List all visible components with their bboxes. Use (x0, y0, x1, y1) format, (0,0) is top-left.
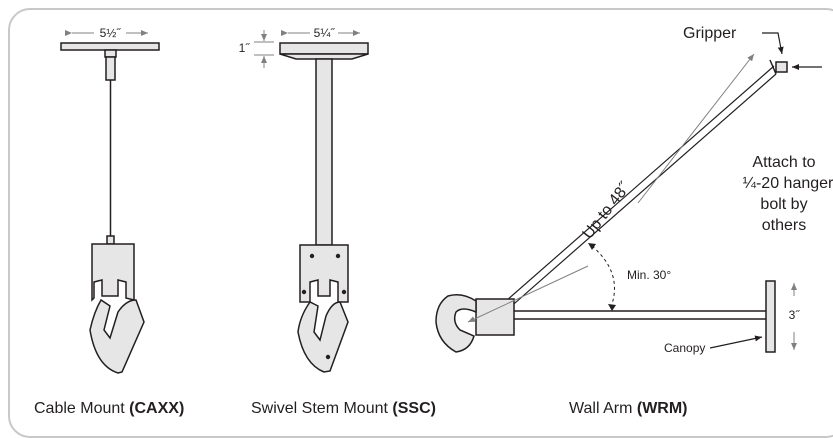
min-angle-label: Min. 30° (627, 268, 671, 282)
canopy-dimension: 3˝ (789, 283, 801, 350)
stem-fixture-body (299, 244, 349, 303)
caption-stem-code: (SSC) (392, 400, 436, 417)
caption-wall-code: (WRM) (636, 400, 688, 417)
stem-fixture-head (297, 301, 349, 373)
cable-fixture-body (91, 243, 135, 302)
wall-length-dimension: Up to 48˝ (467, 53, 755, 323)
wall-length-label: Up to 48˝ (579, 179, 634, 243)
attach-line-1: Attach to (752, 154, 815, 171)
stem-height-label: 1˝ (239, 41, 251, 55)
caption-cable-text: Cable Mount (34, 400, 130, 417)
wall-fixture-head (435, 294, 477, 353)
gripper-block (775, 61, 788, 73)
attach-line-3: bolt by (760, 196, 807, 213)
caption-cable-code: (CAXX) (129, 400, 185, 417)
angle-indicator: Min. 30° (588, 243, 671, 311)
caption-wall-arm: Wall Arm (WRM) (569, 400, 688, 418)
cable-canopy (60, 42, 160, 51)
gripper-label: Gripper (683, 25, 737, 42)
stem-canopy (279, 42, 369, 55)
stem-width-label: 5¼˝ (314, 26, 336, 40)
attach-label: Attach to ¼-20 hanger bolt by others (743, 154, 833, 234)
caption-wall-text: Wall Arm (569, 400, 637, 417)
wall-canopy (765, 280, 776, 353)
attach-line-4: others (762, 217, 806, 234)
canopy-label: Canopy (664, 341, 705, 355)
caption-stem-mount: Swivel Stem Mount (SSC) (251, 400, 436, 418)
attach-line-2: ¼-20 hanger (743, 175, 833, 192)
canopy-arrow (709, 335, 763, 349)
wall-fixture-box (475, 298, 515, 336)
gripper-arrow (762, 32, 784, 55)
caption-stem-text: Swivel Stem Mount (251, 400, 393, 417)
stem-screws (301, 253, 347, 360)
stem-pole (315, 58, 333, 246)
cable-fixture-head (89, 298, 145, 374)
stem-mount-drawing (279, 42, 369, 373)
wall-arm-drawing (435, 59, 788, 353)
cable-mount-drawing (60, 42, 160, 374)
cable-dimension: 5½˝ (65, 26, 148, 40)
mount-diagram: 5½˝ 5¼˝ 1˝ (60, 25, 833, 374)
canopy-height-label: 3˝ (789, 308, 801, 322)
stem-dimensions: 5¼˝ 1˝ (239, 26, 360, 68)
caption-cable-mount: Cable Mount (CAXX) (34, 400, 184, 418)
cable-width-label: 5½˝ (100, 26, 122, 40)
